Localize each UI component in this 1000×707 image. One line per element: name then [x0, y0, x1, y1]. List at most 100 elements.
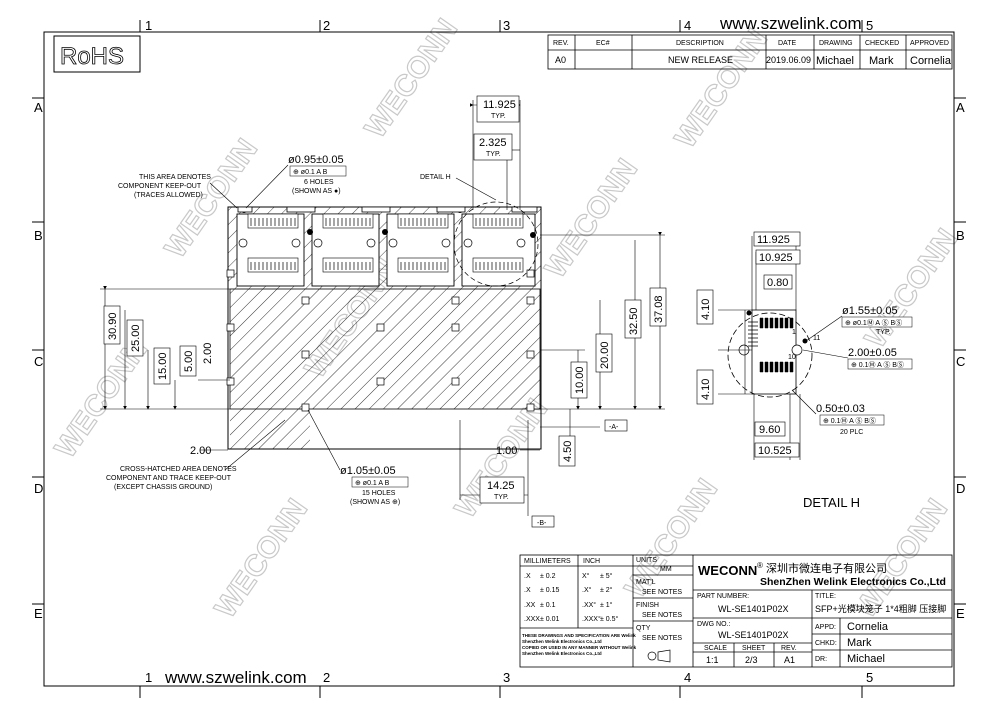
matl-value: SEE NOTES	[642, 589, 682, 596]
detail-d1: ø1.55±0.05	[842, 305, 898, 317]
qty-label: QTY	[636, 625, 651, 632]
datum-a: -A-	[609, 424, 619, 431]
col-label: 4	[684, 18, 691, 33]
dim-2000-box: 20.00	[595, 333, 613, 373]
dim-450-box: 4.50	[558, 435, 576, 467]
finish-label: FINISH	[636, 602, 659, 609]
units-value: MM	[660, 566, 672, 573]
revision-table	[547, 34, 953, 70]
dim-1500-box: 15.00	[153, 347, 171, 385]
svg-text:± 1°: ± 1°	[600, 601, 613, 609]
dim-200: 2.00	[190, 445, 211, 457]
detail-d1-tol: ⊕ ø0.1Ⓜ A Ⓢ BⓈ	[845, 319, 902, 327]
rohs-box	[53, 35, 141, 73]
detail-dim-960: 9.60	[759, 424, 780, 436]
dim-1425: 14.25	[487, 480, 515, 492]
tol-mm-2: .X	[524, 587, 531, 594]
hole2-count: 15 HOLES	[362, 490, 396, 497]
svg-text:± 5°: ± 5°	[600, 572, 613, 580]
pin-11-label: 11	[813, 335, 820, 342]
company-en: ShenZhen Welink Electronics Co.,Ltd	[760, 576, 946, 588]
row-label: D	[34, 481, 43, 496]
cage-tabs	[237, 206, 538, 213]
dim-3090-box: 30.90	[103, 305, 121, 345]
detail-d1-sub: TYP.	[876, 329, 891, 336]
row-label: E	[34, 606, 43, 621]
detail-h-circle	[453, 201, 539, 287]
disclaimer: ShenZhen Welink Electronics Co.,Ltd	[522, 639, 602, 644]
dim-2000: 20.00	[599, 341, 611, 369]
col-label: 4	[684, 670, 691, 685]
title-block-text: MILLIMETERS INCH UNITS MM .X± 0.2 X°± 5°…	[522, 557, 946, 665]
drawing-header: DRAWING	[819, 40, 853, 47]
keepout-note: COMPONENT KEEP-OUT	[118, 183, 202, 190]
col-label: 3	[503, 18, 510, 33]
pad-rows	[250, 218, 521, 270]
col-label: 5	[866, 18, 873, 33]
detail-dim-11925: 11.925	[757, 234, 790, 246]
crosshatch-tail	[230, 409, 310, 449]
units-label: UNITS	[636, 557, 657, 564]
watermark: WECONN	[859, 223, 964, 354]
hole2-count: (SHOWN AS ⊕)	[350, 499, 400, 506]
tol-mm-4: .XXX	[524, 616, 540, 623]
appd-value: Cornelia	[847, 621, 889, 633]
dim-3090: 30.90	[107, 312, 119, 340]
dim-3250: 32.50	[628, 307, 640, 335]
notes: THIS AREA DENOTES COMPONENT KEEP-OUT (TR…	[106, 154, 497, 506]
dim-500: 5.00	[183, 351, 195, 372]
row-label: B	[956, 228, 965, 243]
dim-450: 4.50	[562, 441, 574, 462]
rev-header: REV.	[553, 40, 569, 47]
row-label: A	[34, 100, 43, 115]
keepout-note: (TRACES ALLOWED)	[134, 192, 203, 199]
crosshatch-note: CROSS-HATCHED AREA DENOTES	[120, 466, 237, 473]
row-label: D	[956, 481, 965, 496]
col-label: 3	[503, 670, 510, 685]
detail-d3: 0.50±0.03	[816, 403, 865, 415]
hole1-count: 6 HOLES	[304, 179, 334, 186]
press-fit-holes	[226, 269, 535, 412]
dim-2500: 25.00	[130, 324, 142, 352]
dim-100: 1.00	[496, 445, 517, 457]
dim-3250-box: 32.50	[624, 299, 642, 339]
crosshatch-note: (EXCEPT CHASSIS GROUND)	[114, 484, 212, 491]
footprint-main	[226, 201, 542, 450]
detail-dim-10925: 10.925	[759, 252, 793, 264]
disclaimer: ShenZhen Welink Electronics Co.,Ltd	[522, 651, 602, 656]
rev-value: A1	[784, 655, 795, 665]
website-bottom[interactable]: www.szwelink.com	[164, 668, 307, 687]
hole1-tol: ⊕ ø0.1 A B	[293, 169, 328, 176]
dim-3708-box: 37.08	[649, 287, 667, 327]
detail-d3-sub: 20 PLC	[840, 429, 863, 436]
dim-11925: 11.925	[483, 99, 516, 111]
detail-dim-080: 0.80	[767, 277, 788, 289]
dim-typ: TYP.	[486, 151, 501, 158]
watermark: WECONN	[209, 493, 314, 624]
col-label: 1	[145, 18, 152, 33]
svg-text:± 0.1: ± 0.1	[540, 602, 556, 609]
part-value: WL-SE1401P02X	[718, 604, 789, 614]
dim-1500: 15.00	[157, 352, 169, 380]
svg-text:± 0.15: ± 0.15	[540, 587, 560, 594]
col-label: 2	[323, 18, 330, 33]
dim-1000-box: 10.00	[570, 361, 588, 399]
port-locator-holes	[238, 238, 526, 248]
date-header: DATE	[778, 40, 796, 47]
qty-value: SEE NOTES	[642, 635, 682, 642]
tol-in-1: X°	[582, 572, 590, 580]
detail-d3-tol: ⊕ 0.1Ⓜ A Ⓢ BⓈ	[823, 417, 876, 425]
dwg-label: DWG NO.:	[697, 621, 730, 628]
title-value: SFP+光模块笼子 1*4粗脚 压接脚	[815, 603, 946, 614]
detail-d2: 2.00±0.05	[848, 347, 897, 359]
dwg-value: WL-SE1401P02X	[718, 630, 789, 640]
website-top[interactable]: www.szwelink.com	[719, 14, 862, 33]
detail-dim-10525: 10.525	[758, 445, 792, 457]
col-label: 2	[323, 670, 330, 685]
row-label: B	[34, 228, 43, 243]
watermark: WECONN	[539, 153, 644, 284]
column-labels: 1 2 3 4 5 1 2 3 4 5	[145, 18, 873, 685]
crosshatch-keepout	[229, 288, 541, 410]
row-labels: A B C D E A B C D E	[34, 100, 965, 621]
rohs-label: RoHS	[60, 43, 124, 70]
